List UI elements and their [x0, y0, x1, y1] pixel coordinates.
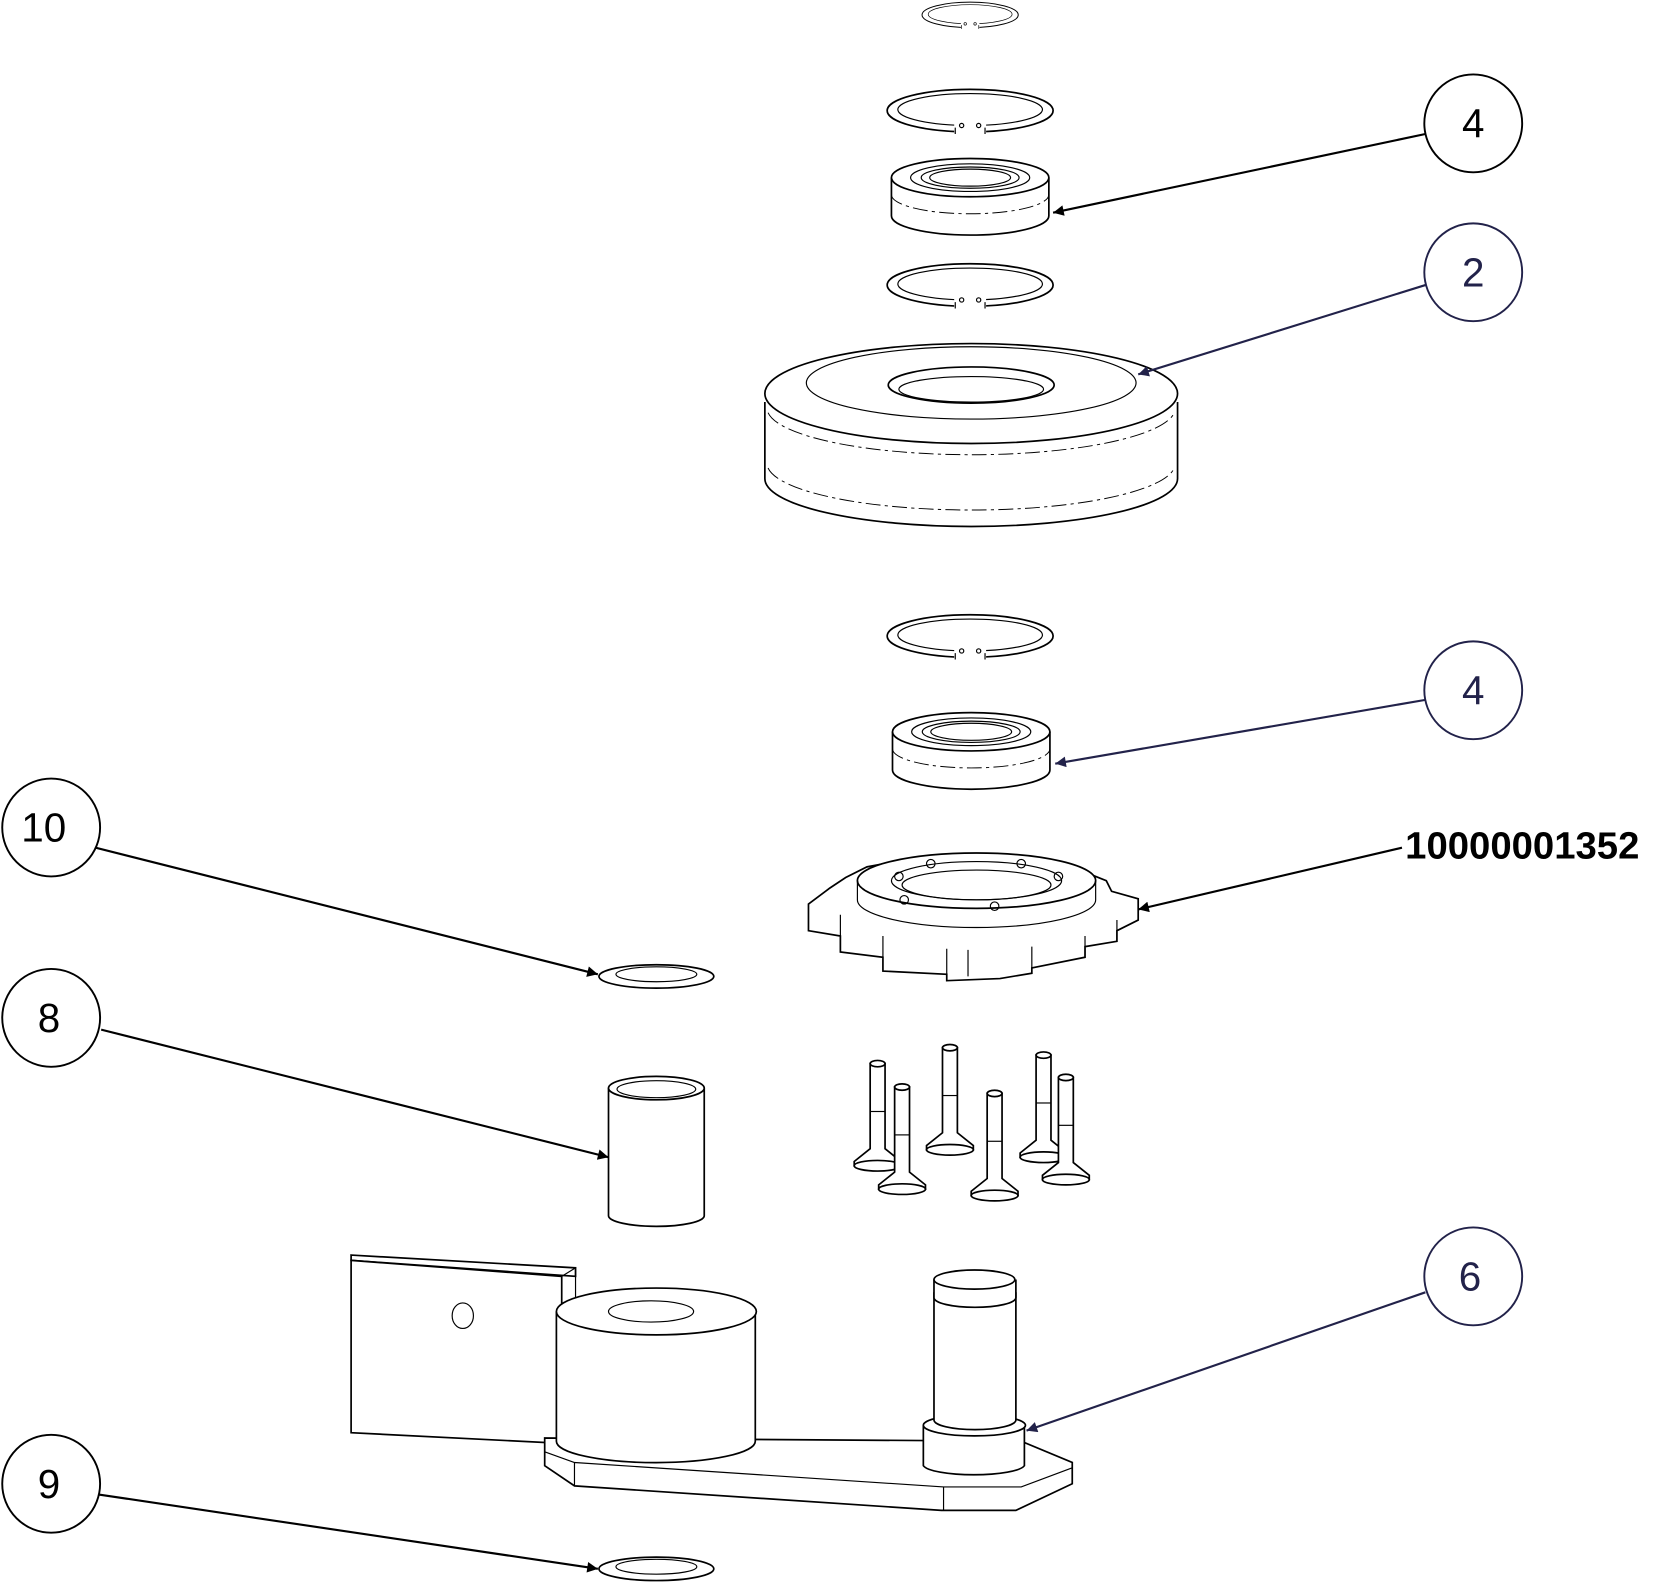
leader-line-4-lower [1055, 698, 1426, 768]
leader-line-8 [100, 1028, 609, 1160]
callout-balloon-4-upper: 4 [1423, 73, 1524, 174]
callout-label: 6 [1459, 1253, 1481, 1299]
callout-balloon-10: 10 [1, 777, 102, 878]
callout-label: 10 [21, 805, 66, 851]
retaining-ring-upper [886, 88, 1054, 137]
retaining-ring-lower [886, 613, 1054, 663]
bushing [607, 1075, 706, 1228]
small-retaining-ring [921, 1, 1019, 31]
callout-label: 4 [1462, 667, 1484, 713]
screw-3 [925, 1043, 975, 1156]
bearing-lower [891, 711, 1051, 791]
leader-line-4-upper [1052, 132, 1426, 216]
callout-label: 2 [1462, 249, 1484, 295]
roller-wheel [764, 342, 1179, 528]
screw-4 [970, 1089, 1019, 1202]
retaining-ring-middle [886, 262, 1054, 312]
callout-label: 4 [1462, 100, 1484, 146]
callout-balloon-9: 9 [1, 1433, 102, 1534]
callout-balloon-4-lower: 4 [1423, 640, 1524, 741]
pivot-arm-bracket [350, 1254, 1074, 1512]
sprocket [807, 852, 1140, 982]
part-number-label: 10000001352 [1405, 824, 1639, 867]
leader-line-9 [97, 1493, 599, 1573]
bearing-upper [890, 157, 1050, 236]
washer-top [598, 963, 715, 989]
callout-balloon-8: 8 [1, 968, 102, 1068]
callout-label: 9 [38, 1461, 60, 1507]
leader-line-10 [74, 841, 599, 977]
callout-label: 8 [38, 995, 60, 1041]
leader-line-part-number [1137, 846, 1403, 913]
washer-bottom [598, 1556, 715, 1582]
callout-balloon-6: 6 [1423, 1226, 1524, 1327]
leader-line-6 [1026, 1291, 1426, 1433]
callout-balloon-2: 2 [1423, 222, 1524, 323]
leader-line-2 [1137, 284, 1426, 377]
